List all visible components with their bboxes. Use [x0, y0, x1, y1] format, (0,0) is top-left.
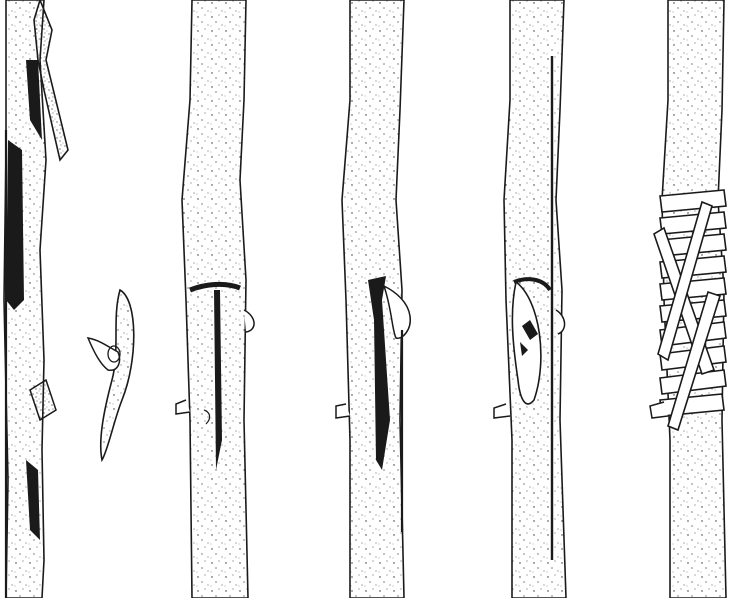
- panel-binding: [650, 0, 726, 598]
- panel-bark-closed: [494, 0, 566, 598]
- binding-tape-icon: [654, 190, 726, 430]
- panel-t-cut: [176, 0, 254, 598]
- panel-cut-stock: [4, 0, 68, 598]
- wedge-scion: [88, 290, 134, 460]
- panel-bud-inserted: [336, 0, 410, 598]
